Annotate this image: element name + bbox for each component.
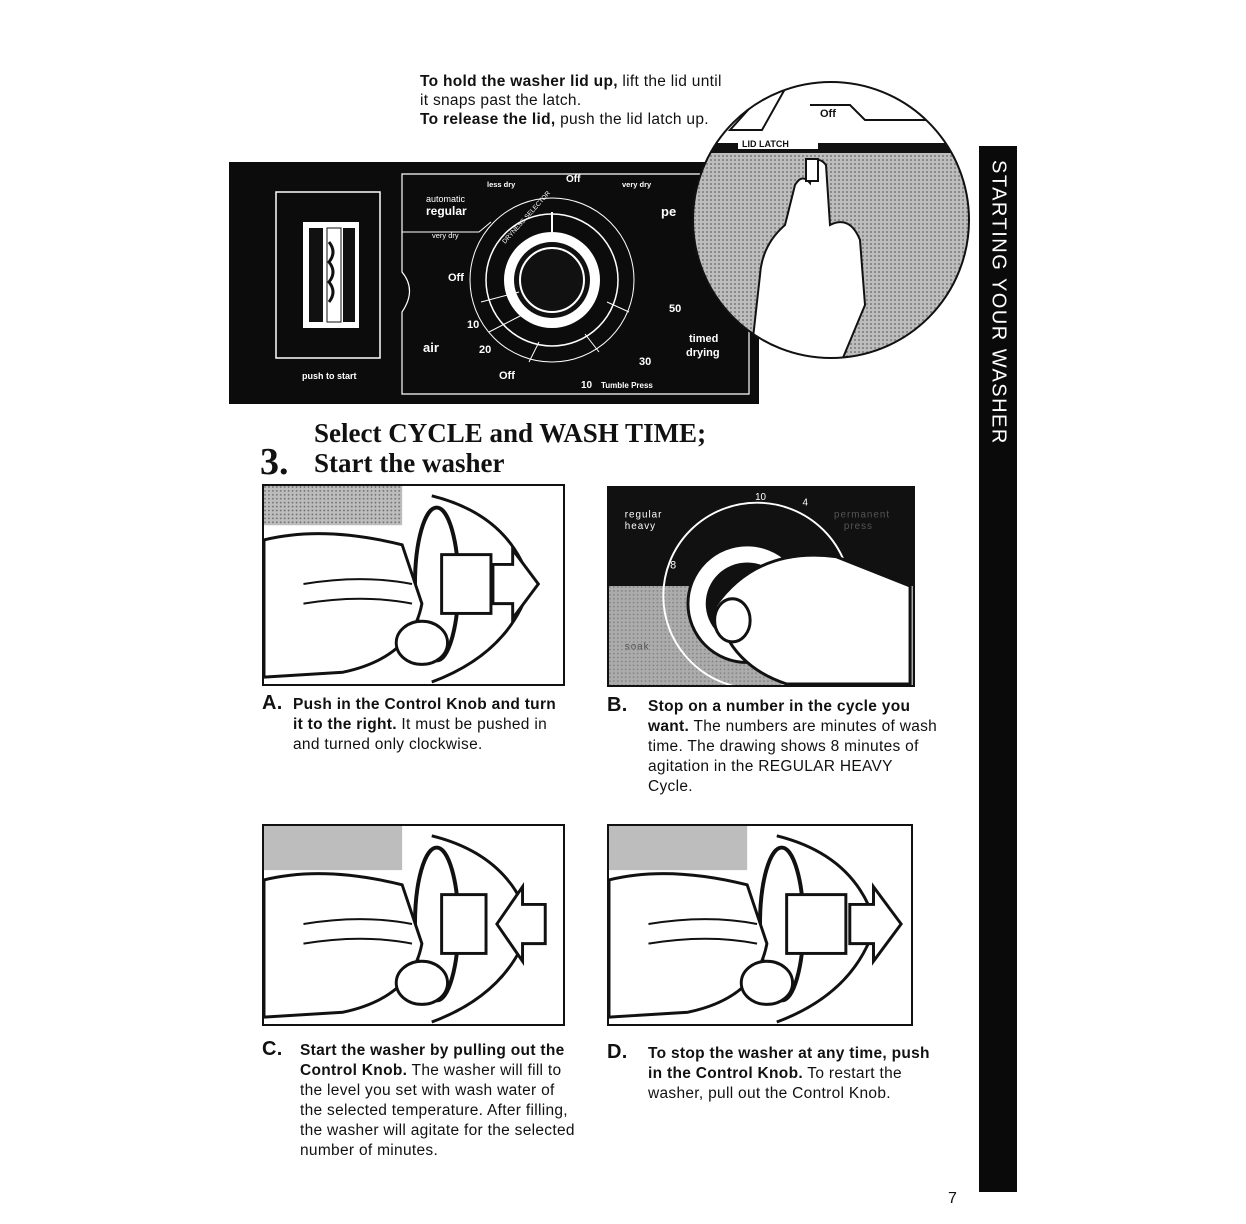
twenty-label: 20 — [479, 344, 491, 356]
regular-label: regular — [426, 204, 467, 218]
step-title-line2: Start the washer — [314, 448, 505, 478]
step-number: 3. — [260, 441, 289, 483]
caption-d-letter: D. — [607, 1041, 628, 1063]
timed-label: timed — [689, 333, 718, 345]
section-side-tab: STARTING YOUR WASHER — [979, 146, 1017, 1192]
figure-b-dial-closeup: regular heavy permanent press soak 10 4 … — [607, 486, 915, 687]
magnifier-off-label: Off — [820, 108, 836, 120]
side-tab-label: STARTING YOUR WASHER — [987, 160, 1010, 445]
caption-a-bold: Push in the Control Knob and turn it to … — [293, 696, 557, 733]
fifty-label: 50 — [669, 303, 681, 315]
tumble-press-label: Tumble Press — [601, 381, 653, 390]
air-label: air — [423, 340, 439, 355]
caption-b-text: The numbers are minutes of wash time. Th… — [648, 718, 938, 795]
caption-c-bold: Start the washer by pulling out the Cont… — [300, 1042, 565, 1079]
caption-b-bold: Stop on a number in the cycle you want. — [648, 698, 911, 735]
very-dry-top-label: very dry — [622, 180, 652, 189]
caption-c-letter: C. — [262, 1038, 283, 1060]
caption-a-text: It must be pushed in and turned only clo… — [293, 716, 548, 753]
thirty-label: 30 — [639, 356, 651, 368]
caption-c-text: The washer will fill to the level you se… — [300, 1062, 575, 1159]
fig-b-press-label: press — [844, 521, 873, 532]
caption-b-letter: B. — [607, 694, 628, 716]
caption-a-letter: A. — [262, 692, 283, 714]
figure-c-pull-out — [262, 824, 565, 1026]
caption-d-text: To restart the washer, pull out the Cont… — [648, 1065, 902, 1102]
page-number: 7 — [948, 1190, 957, 1207]
fig-b-permanent-label: permanent — [834, 509, 890, 520]
fig-b-regular-label: regular — [625, 509, 663, 520]
off-top-label: Off — [566, 174, 581, 185]
push-to-start-label: push to start — [302, 371, 357, 381]
lid-instructions: To hold the washer lid up, lift the lid … — [398, 72, 728, 129]
ten-left-label: 10 — [467, 319, 479, 331]
hold-lid-text: lift the lid until it snaps past the lat… — [420, 73, 722, 109]
step-title-line1: Select CYCLE and WASH TIME; — [314, 418, 707, 448]
fig-b-eight-label: 8 — [670, 559, 676, 571]
off-bottom-label: Off — [499, 370, 515, 382]
figure-a-push-turn — [262, 484, 565, 686]
figure-d-push-in — [607, 824, 913, 1026]
drying-label: drying — [686, 347, 720, 359]
control-panel-illustration: push to start less dry Off very dry auto… — [229, 162, 759, 404]
release-lid-bold: To release the lid, — [420, 111, 556, 128]
caption-d-bold: To stop the washer at any time, push in … — [648, 1045, 930, 1082]
very-dry-left-label: very dry — [432, 231, 459, 240]
off-left-label: Off — [448, 272, 464, 284]
fig-b-ten-label: 10 — [755, 492, 767, 503]
hold-lid-bold: To hold the washer lid up, — [420, 73, 618, 90]
lid-latch-magnifier: Off LID LATCH — [690, 75, 972, 365]
release-lid-text: push the lid latch up. — [555, 111, 709, 128]
automatic-label: automatic — [426, 194, 466, 204]
less-dry-label: less dry — [487, 180, 516, 189]
fig-b-soak-label: soak — [625, 642, 650, 653]
lid-latch-label: LID LATCH — [742, 139, 789, 149]
fig-b-heavy-label: heavy — [625, 521, 656, 532]
fig-b-four-label: 4 — [802, 498, 808, 509]
ten-bottom-label: 10 — [581, 380, 593, 391]
permanent-partial-label: pe — [661, 204, 676, 219]
